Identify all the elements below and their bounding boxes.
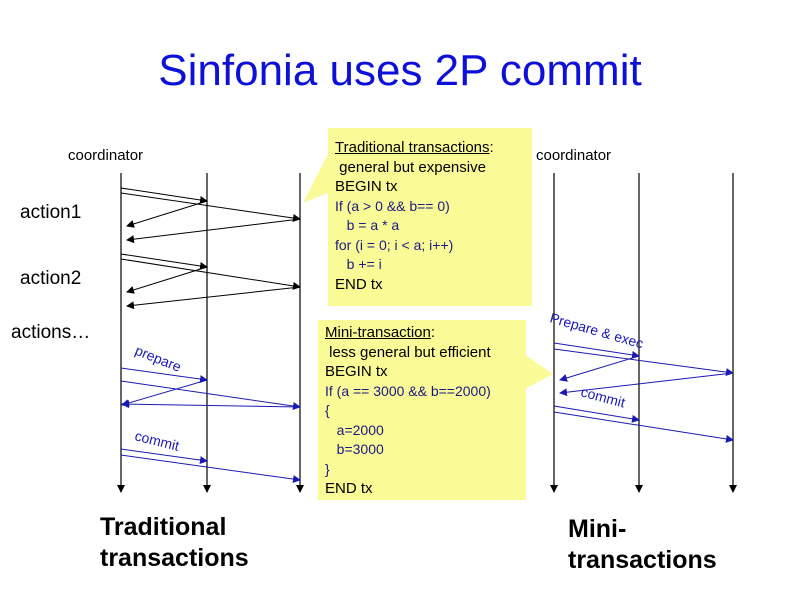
prepare-request-p1	[120, 367, 208, 383]
action2-reply-p1	[126, 266, 208, 294]
mini-caption-line2: transactions	[568, 546, 717, 574]
action2-request-p2	[120, 258, 301, 290]
action1-request-p1	[120, 187, 208, 204]
mini-line: END tx	[325, 480, 373, 497]
action1-reply-p2	[126, 218, 301, 244]
prep-exec-reply-p2	[559, 372, 734, 397]
traditional-caption-line2: transactions	[100, 544, 249, 572]
mini-code-line: a=2000	[325, 421, 384, 438]
prep-exec-request-p1	[553, 342, 640, 359]
mini-heading-row: Mini-transaction:	[325, 323, 526, 343]
prepare-request-p2	[120, 380, 301, 410]
prepare-reply-p2	[121, 400, 301, 409]
commit-request-p1	[120, 448, 208, 464]
left-commit-label: commit	[133, 427, 181, 453]
traditional-heading-row: Traditional transactions:	[335, 138, 532, 158]
right-coordinator-label: coordinator	[536, 147, 612, 164]
action2-reply-p2	[126, 286, 301, 310]
mini-heading: Mini-transaction	[325, 324, 431, 341]
slide-title: Sinfonia uses 2P commit	[158, 46, 642, 95]
mini-code-line: }	[325, 460, 330, 477]
traditional-caption-line1: Traditional	[100, 513, 227, 541]
traditional-code-line: b += i	[335, 256, 382, 272]
action2-request-p1	[120, 253, 208, 270]
mini-line: BEGIN tx	[325, 363, 388, 380]
mini-code-line: {	[325, 402, 330, 418]
traditional-code-line: for (i = 0; i < a; i++)	[335, 236, 454, 253]
traditional-callout-pointer	[303, 150, 330, 203]
actions-label: actions…	[11, 322, 91, 343]
traditional-caption: Traditional transactions	[100, 512, 249, 574]
left-coordinator-label: coordinator	[68, 147, 144, 164]
mini-line: less general but efficient	[325, 343, 491, 361]
prepare-label: prepare	[133, 342, 184, 375]
commit-request-p2	[120, 454, 301, 483]
action1-request-p2	[120, 192, 301, 222]
action2-label: action2	[20, 268, 82, 289]
mini-code-line: If (a == 3000 && b==2000)	[325, 382, 491, 399]
action1-label: action1	[20, 202, 82, 223]
mini-caption: Mini- transactions	[568, 514, 717, 576]
traditional-heading: Traditional transactions	[335, 139, 490, 156]
prep-exec-reply-p1	[559, 355, 640, 382]
mini-heading-suffix: :	[430, 324, 436, 341]
traditional-transactions-callout: Traditional transactions: general but ex…	[328, 128, 532, 306]
traditional-heading-suffix: :	[489, 139, 494, 156]
mini-code-line: b=3000	[325, 441, 384, 457]
mini-callout-pointer	[525, 355, 553, 389]
traditional-line: BEGIN tx	[335, 178, 398, 195]
mini-commit-request-p2	[553, 411, 734, 443]
prepare-exec-label: Prepare & exec	[548, 310, 645, 352]
mini-caption-line1: Mini-	[568, 515, 627, 543]
traditional-line: END tx	[335, 275, 383, 293]
prep-exec-request-p2	[553, 348, 734, 377]
traditional-code-line: b = a * a	[335, 217, 400, 233]
traditional-line: general but expensive	[335, 158, 486, 176]
mini-transaction-callout: Mini-transaction: less general but effic…	[318, 320, 526, 500]
mini-commit-request-p1	[553, 405, 640, 423]
prepare-reply-p1	[121, 379, 208, 407]
traditional-code-line: If (a > 0 && b== 0)	[335, 197, 450, 214]
action1-reply-p1	[126, 200, 208, 228]
